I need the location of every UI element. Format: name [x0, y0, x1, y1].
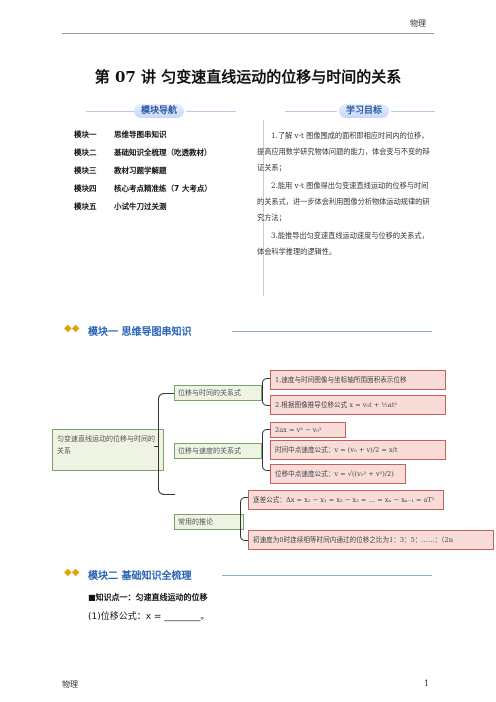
- mindmap-branch-3: 常用的推论: [174, 514, 244, 530]
- page-title: 第 07 讲 匀变速直线运动的位移与时间的关系: [94, 68, 402, 86]
- mindmap-leaf-2b: 时间中点速度公式：v = (v₀ + v)/2 = x/t: [270, 440, 446, 460]
- mindmap-connector-root-stub: [154, 446, 158, 447]
- mindmap-leaf-2a: 2ax = v² − v₀²: [270, 422, 346, 438]
- nav-item-5[interactable]: 模块五小试牛刀过关测: [74, 202, 167, 211]
- goal-2: 2.能用 v-t 图像得出匀变速直线运动的位移与时间的关系式，进一步体会利用图像…: [257, 181, 430, 222]
- section2-diamond-icon: ◆◆: [64, 567, 80, 578]
- nav-item-1[interactable]: 模块一思维导图串知识: [74, 130, 167, 139]
- section1-rule: [232, 331, 432, 332]
- nav-item-2[interactable]: 模块二基础知识全梳理（吃透教材）: [74, 148, 212, 157]
- mindmap-connector-b3: [240, 497, 249, 541]
- mindmap-connector-b1: [262, 378, 271, 406]
- header-rule: [62, 33, 434, 34]
- section2-title: 模块二 基础知识全梳理: [88, 571, 192, 582]
- mindmap-leaf-1a: 1.速度与时间图像与坐标轴所围面积表示位移: [270, 370, 446, 390]
- nav-item-4[interactable]: 模块四核心考点精准练（7 大考点）: [74, 184, 212, 193]
- goal-3: 3.能推导出匀变速直线运动速度与位移的关系式，体会科学推理的逻辑性。: [257, 231, 429, 256]
- mindmap-root: 匀变速直线运动的位移与时间的关系: [52, 429, 164, 471]
- mindmap-branch-2: 位移与速度的关系式: [174, 443, 262, 459]
- mindmap-branch-1: 位移与时间的关系式: [174, 385, 262, 401]
- nav-rule-right: [186, 111, 236, 112]
- nav-item-3[interactable]: 模块三教材习题学解题: [74, 166, 167, 175]
- goals-rule-left: [285, 111, 337, 112]
- nav-heading: 模块导航: [134, 104, 184, 118]
- mindmap-connector-b2: [262, 429, 271, 471]
- goals-rule-right: [391, 111, 435, 112]
- mindmap-leaf-3a: 逐差公式：Δx = x₂ − x₁ = x₃ − x₂ = … = xₙ − x…: [248, 490, 444, 510]
- goal-1: 1.了解 v-t 图像围成的面积即相应时间内的位移，提高应用数学研究物体问题的能…: [257, 131, 430, 172]
- footer-page-number: 1: [424, 679, 430, 688]
- goals-list: 1.了解 v-t 图像围成的面积即相应时间内的位移，提高应用数学研究物体问题的能…: [257, 128, 435, 262]
- section1-title: 模块一 思维导图串知识: [88, 327, 192, 338]
- mindmap-leaf-1b: 2.根据图像推导位移公式 x = v₀t + ½at²: [270, 395, 446, 415]
- nav-rule-left: [86, 111, 136, 112]
- knowledge-point-1-title: ■知识点一：匀速直线运动的位移: [88, 593, 208, 602]
- footer-subject: 物理: [62, 680, 78, 689]
- section2-rule: [222, 575, 432, 576]
- section1-diamond-icon: ◆◆: [64, 323, 80, 334]
- header-subject: 物理: [410, 19, 426, 28]
- mindmap-leaf-2c: 位移中点速度公式：v = √((v₀² + v²)/2): [270, 464, 406, 484]
- goals-heading: 学习目标: [339, 104, 389, 118]
- knowledge-point-1-formula: (1)位移公式：x = ________。: [88, 612, 210, 622]
- mindmap-connector-root: [158, 393, 175, 495]
- column-divider: [263, 120, 264, 296]
- mindmap-leaf-3b: 初速度为0时连续相等时间内通过的位移之比为1：3：5：……：（2n: [248, 530, 494, 550]
